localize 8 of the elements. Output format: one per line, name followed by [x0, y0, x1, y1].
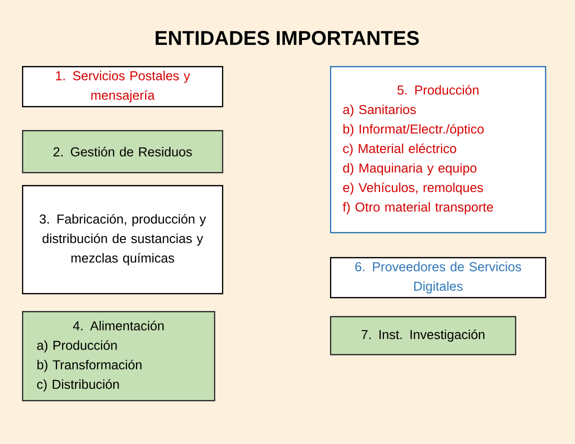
category-box: 4. Alimentación a) Producción b) Transformación c) Distribución — [22, 311, 216, 402]
category-box: 1. Servicios Postales y mensajería — [22, 66, 224, 108]
category-box: 6. Proveedores de Servicios Digitales — [330, 257, 546, 298]
category-box: 5. Producción a) Sanitarios b) Informat/Electr./óptico c) Material eléctrico d) Maquinaria y equipo e) Vehículos, remolques f) Otro material transporte — [330, 66, 546, 234]
category-box: 3. Fabricación, producción y distribución de sustancias y mezclas químicas — [22, 185, 224, 294]
category-box: 2. Gestión de Residuos — [22, 130, 224, 174]
category-box: 7. Inst. Investigación — [330, 316, 516, 356]
title: ENTIDADES IMPORTANTES — [156, 30, 419, 46]
